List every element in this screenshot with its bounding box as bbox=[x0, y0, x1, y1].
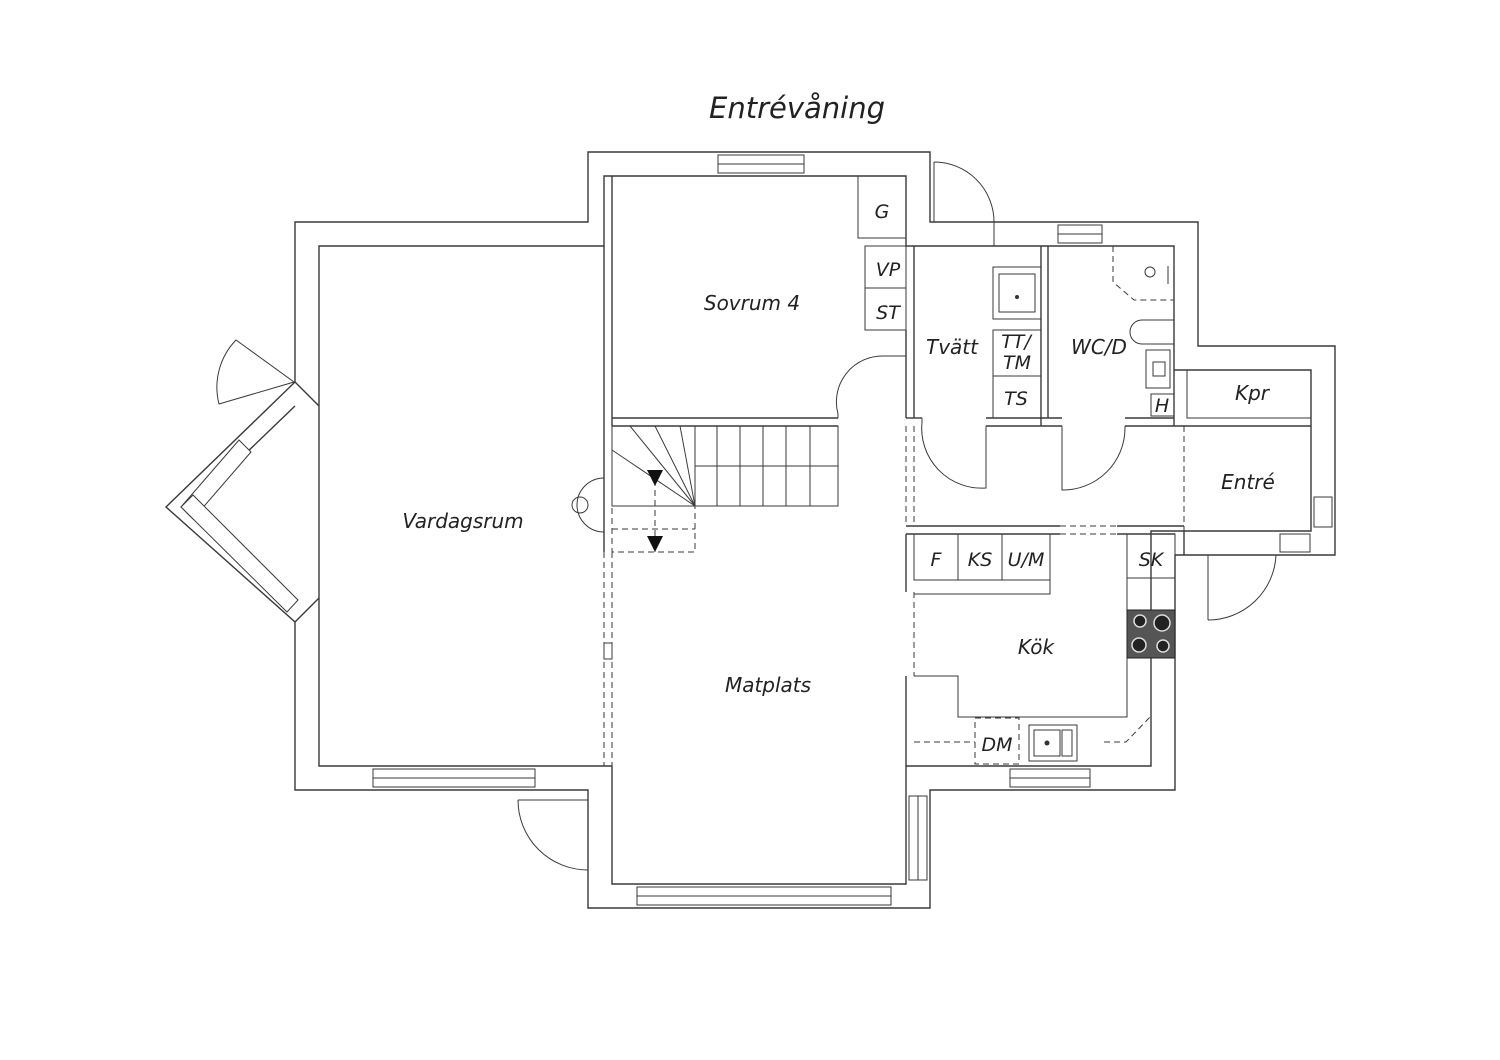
fixture-label-ts: TS bbox=[1004, 388, 1028, 410]
room-label-entre: Entré bbox=[1221, 470, 1275, 494]
fixture-label-dm: DM bbox=[981, 734, 1012, 756]
fixture-label-tt: TT/ bbox=[1001, 331, 1033, 353]
doors bbox=[216, 161, 1277, 871]
stair-arrow-icon bbox=[647, 536, 663, 552]
room-label-kpr: Kpr bbox=[1235, 381, 1271, 405]
room-label-vardagsrum: Vardagsrum bbox=[402, 509, 523, 533]
room-label-wc-d: WC/D bbox=[1071, 335, 1127, 359]
room-labels: Vardagsrum Sovrum 4 Matplats Tvätt WC/D … bbox=[402, 291, 1275, 697]
room-label-tvatt: Tvätt bbox=[926, 335, 979, 359]
plan-title: Entrévåning bbox=[709, 91, 885, 125]
windows bbox=[180, 154, 1333, 906]
room-label-matplats: Matplats bbox=[725, 673, 811, 697]
fixture-label-ks: KS bbox=[968, 549, 993, 571]
fixture-label-h: H bbox=[1155, 395, 1169, 417]
fixtures bbox=[913, 246, 1176, 765]
fixture-label-f: F bbox=[931, 549, 943, 571]
dashed-openings bbox=[318, 392, 1265, 766]
stair-arrow-icon bbox=[647, 470, 663, 486]
room-label-sovrum-4: Sovrum 4 bbox=[704, 291, 800, 315]
fixture-label-tm: TM bbox=[1003, 352, 1031, 374]
fixture-label-sk: SK bbox=[1139, 549, 1165, 571]
outer-walls bbox=[164, 151, 1336, 909]
fixture-label-g: G bbox=[875, 201, 890, 223]
fixture-label-u-m: U/M bbox=[1008, 549, 1045, 571]
fixture-label-st: ST bbox=[876, 302, 901, 324]
room-label-kok: Kök bbox=[1018, 635, 1056, 659]
fixture-label-vp: VP bbox=[876, 259, 901, 281]
fixture-labels: G VP ST TT/ TM TS H F KS U/M SK DM bbox=[875, 201, 1170, 756]
fireplace-icon bbox=[571, 477, 605, 533]
staircase bbox=[611, 425, 839, 553]
wall-column bbox=[603, 642, 613, 660]
